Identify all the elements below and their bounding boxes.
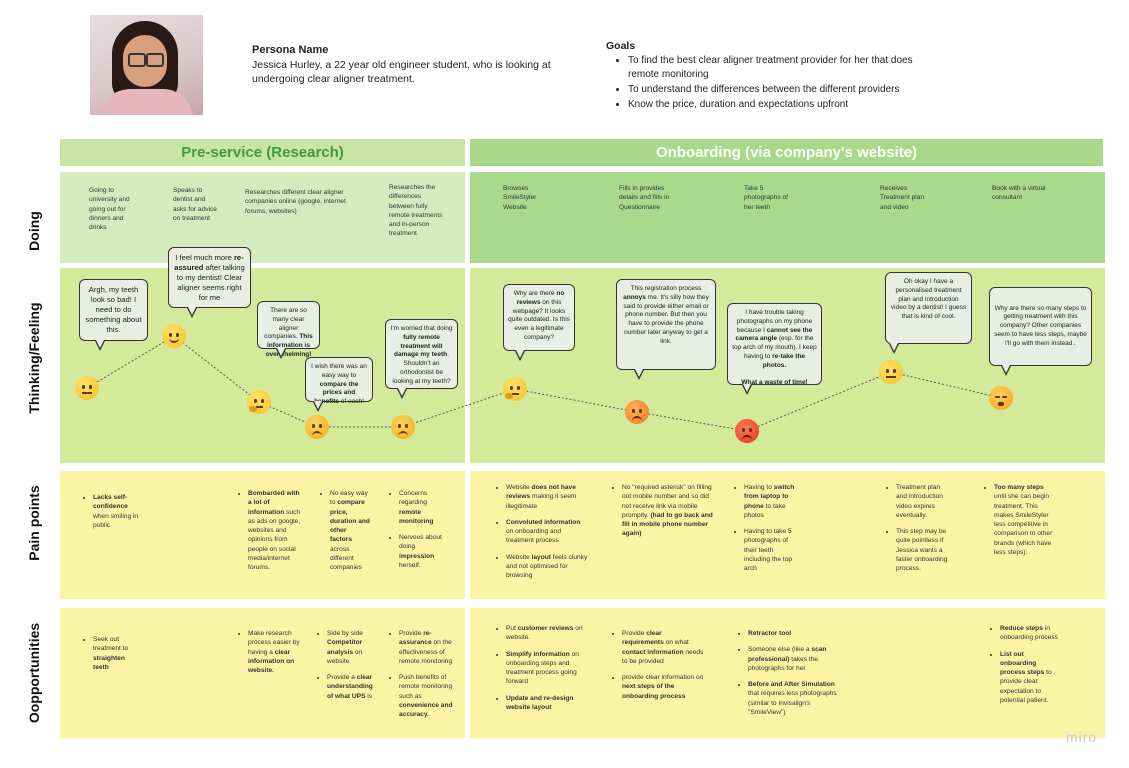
pain-points-row: Lacks self-confidence when smiling in pu… <box>60 471 1105 599</box>
thought-bubble-9: Oh okay I have a personalised treatment … <box>885 272 972 344</box>
bubble-tail <box>634 369 644 380</box>
miro-watermark: miro <box>1066 729 1098 745</box>
opportunity-cell: Put customer reviews on website. Simplif… <box>498 624 596 719</box>
pain-cell: Treatment plan and introduction video ex… <box>888 483 952 581</box>
opportunity-cell: Retractor tool Someone else (like a scan… <box>740 629 844 724</box>
doing-item: Going to university and going out for di… <box>89 187 130 232</box>
persona-description: Jessica Hurley, a 22 year old engineer s… <box>252 59 551 85</box>
pain-cell: No easy way to compare price, duration a… <box>322 489 370 580</box>
persona-title: Persona Name <box>252 44 329 56</box>
doing-item: Speaks to dentist and asks for advice on… <box>173 187 217 222</box>
doing-item: Researches the differences between fully… <box>389 184 443 238</box>
bubble-tail <box>187 307 197 318</box>
thought-bubble-8: I have trouble taking photographs on my … <box>727 303 822 386</box>
doing-item: Book with a virtual consultant <box>992 185 1046 202</box>
thought-bubble-5: I'm worried that doing fully remote trea… <box>385 319 458 389</box>
thinking-face-icon <box>503 377 527 401</box>
doing-band-pre <box>60 172 465 263</box>
thought-bubble-7: This registration process annoys me. It'… <box>616 279 716 370</box>
doing-band-onboarding <box>470 172 1105 263</box>
doing-item: Fills in provides details and fills in Q… <box>619 185 670 211</box>
phase-divider <box>465 471 470 599</box>
angry-face-icon <box>625 400 649 424</box>
thought-bubble-6: Why are there no reviews on this webpage… <box>503 284 575 351</box>
neutral-face-icon <box>879 360 903 384</box>
doing-item: Receives Treatment plan and video <box>880 185 925 211</box>
goals-list: To find the best clear aligner treatment… <box>612 54 918 113</box>
thought-bubble-10: Why are there so many steps to getting t… <box>989 287 1092 366</box>
opportunity-cell: Reduce steps in onboarding process List … <box>992 624 1060 712</box>
thought-bubble-1: Argh, my teeth look so bad! I need to do… <box>79 279 148 341</box>
phase-pre-service: Pre-service (Research) <box>60 139 465 166</box>
neutral-face-icon <box>75 376 99 400</box>
bubble-tail <box>515 350 525 361</box>
doing-item: Researches different clear aligner compa… <box>245 189 346 215</box>
phase-divider <box>465 608 470 738</box>
furious-face-icon <box>735 419 759 443</box>
relieved-face-icon <box>162 324 186 348</box>
goal-item: To understand the differences between th… <box>628 83 918 97</box>
worried-face-icon <box>391 415 415 439</box>
doing-item: Browses SmileStyler Website <box>503 185 537 211</box>
pain-cell: Concerns regarding remote monitoring Ner… <box>391 489 443 577</box>
doing-row: Going to university and going out for di… <box>60 172 1105 263</box>
phase-divider <box>465 268 470 463</box>
opportunity-cell: Provide clear requirements on what conta… <box>614 629 704 708</box>
bubble-tail <box>889 343 899 354</box>
bubble-tail <box>276 348 286 359</box>
bubble-tail <box>95 340 105 351</box>
tired-face-icon <box>989 386 1013 410</box>
goals-title: Goals <box>606 40 636 52</box>
bubble-tail <box>742 384 752 395</box>
worried-face-icon <box>305 415 329 439</box>
thought-bubble-4: I wish there was an easy way to compare … <box>305 357 373 405</box>
bubble-tail <box>397 388 407 399</box>
persona-photo <box>90 15 203 115</box>
bubble-tail <box>1001 365 1011 376</box>
thought-bubble-3: There are so many clear aligner companie… <box>257 301 320 358</box>
phase-onboarding: Onboarding (via company's website) <box>470 139 1103 166</box>
pain-cell: Website does not have reviews making it … <box>498 483 588 588</box>
pain-cell: Lacks self-confidence when smiling in pu… <box>85 493 145 537</box>
opportunity-cell: Seek out treatment to straighten teeth <box>85 635 139 679</box>
bubble-tail <box>313 401 323 412</box>
thinking-face-icon <box>247 390 271 414</box>
opportunity-cell: Make research process easier by having a… <box>240 629 304 682</box>
doing-item: Take 5 photographs of her teeth <box>744 185 788 211</box>
pain-cell: Too many steps until she can begin treat… <box>986 483 1056 564</box>
opportunity-cell: Side by side Competitor analysis on webs… <box>319 629 379 708</box>
opportunity-cell: Provide re-assurance on the effectivenes… <box>391 629 463 727</box>
pain-cell: Bombarded with a lot of information such… <box>240 489 304 580</box>
pain-cell: No "required asterisk" on filling out mo… <box>614 483 714 546</box>
opportunities-row: Seek out treatment to straighten teeth M… <box>60 608 1105 738</box>
goal-item: Know the price, duration and expectation… <box>628 98 918 112</box>
thought-bubble-2: I feel much more re-assured after talkin… <box>168 247 251 308</box>
goal-item: To find the best clear aligner treatment… <box>628 54 918 82</box>
pain-cell: Having to switch from laptop to phone to… <box>736 483 800 581</box>
